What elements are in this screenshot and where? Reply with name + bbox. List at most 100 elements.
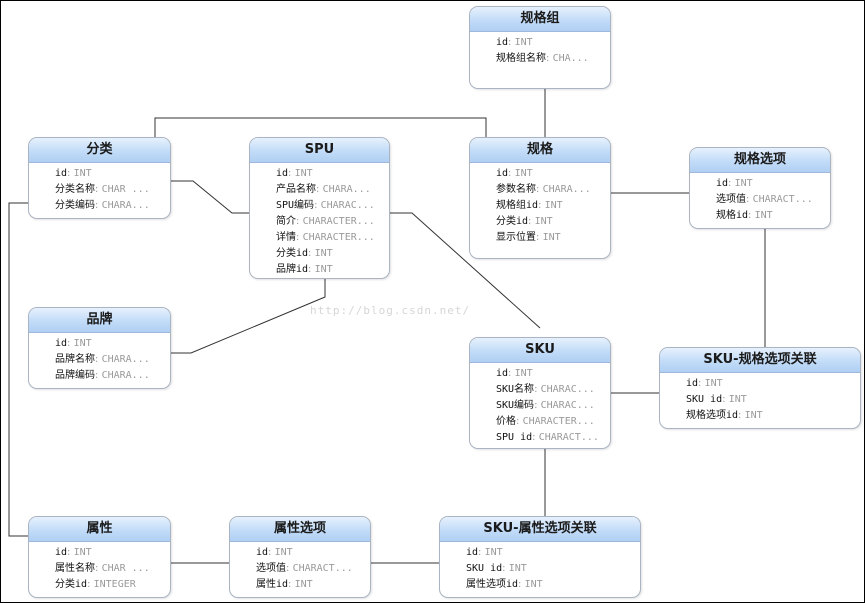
field-name: 参数名称 (496, 184, 536, 195)
field-row: 选项值: CHARACT... (716, 192, 830, 208)
field-row: 品牌名称: CHARA... (55, 352, 170, 368)
field-row: SKU id: INT (466, 561, 640, 577)
field-name: id (686, 378, 699, 389)
field-type: CHARACTER... (302, 216, 375, 227)
field-type: CHARA... (101, 370, 150, 381)
field-separator: : (288, 168, 295, 179)
field-name: id (256, 547, 269, 558)
field-separator: : (308, 248, 315, 259)
entity-title: 品牌 (29, 308, 170, 333)
field-row: 参数名称: CHARA... (496, 182, 610, 198)
field-name: SPU id (496, 432, 533, 443)
entity-title: SKU (470, 338, 610, 363)
field-name: 产品名称 (276, 184, 316, 195)
field-name: 选项值 (716, 194, 746, 205)
field-row: SKU id: INT (686, 392, 860, 408)
field-name: 分类id (276, 248, 309, 259)
field-row: id: INT (276, 166, 389, 182)
field-type: CHA... (552, 53, 589, 64)
field-type: CHARACT... (752, 194, 813, 205)
field-name: 品牌编码 (55, 370, 95, 381)
field-row: id: INT (55, 545, 170, 561)
field-row: 选项值: CHARACT... (256, 561, 370, 577)
field-type: INT (294, 579, 313, 590)
field-name: SPU编码 (276, 200, 315, 211)
field-type: CHARACTER... (302, 232, 375, 243)
field-separator: : (314, 200, 321, 211)
link-category-spec (154, 117, 487, 137)
field-type: INT (514, 168, 533, 179)
field-row: 显示位置: INT (496, 230, 610, 246)
field-row: 产品名称: CHARA... (276, 182, 389, 198)
field-type: INT (534, 216, 553, 227)
field-type: INT (734, 178, 753, 189)
field-row: 简介: CHARACTER... (276, 214, 389, 230)
field-name: id (496, 37, 509, 48)
link-spu-sku (390, 212, 541, 329)
field-separator: : (698, 378, 705, 389)
link-spu-brand (171, 279, 326, 354)
field-separator: : (746, 194, 753, 205)
field-type: INT (294, 168, 313, 179)
field-separator: : (546, 53, 553, 64)
field-name: 规格组名称 (496, 53, 546, 64)
field-name: 详情 (276, 232, 296, 243)
field-separator: : (95, 354, 102, 365)
field-separator: : (538, 200, 545, 211)
field-separator: : (67, 547, 74, 558)
field-separator: : (534, 384, 541, 395)
field-type: CHARACTER... (522, 416, 595, 427)
field-separator: : (528, 216, 535, 227)
field-row: id: INT (55, 336, 170, 352)
field-type: INT (508, 563, 527, 574)
entity-title: 分类 (29, 138, 170, 163)
entity-title: 属性选项 (230, 517, 370, 542)
field-name: 简介 (276, 216, 296, 227)
field-row: 规格id: INT (716, 208, 830, 224)
field-separator: : (748, 210, 755, 221)
field-type: INT (524, 579, 543, 590)
field-row: 规格组id: INT (496, 198, 610, 214)
field-name: id (716, 178, 729, 189)
field-type: INT (704, 378, 723, 389)
field-type: INT (542, 232, 561, 243)
field-row: 分类id: INT (276, 246, 389, 262)
field-separator: : (95, 200, 102, 211)
field-separator: : (536, 184, 543, 195)
field-row: 品牌编码: CHARA... (55, 368, 170, 384)
field-name: id (55, 338, 68, 349)
entity-title: 属性 (29, 517, 170, 542)
field-separator: : (516, 416, 523, 427)
field-type: INT (514, 37, 533, 48)
field-name: id (496, 368, 509, 379)
field-name: id (466, 547, 479, 558)
field-type: INT (484, 547, 503, 558)
field-separator: : (316, 184, 323, 195)
field-separator: : (296, 232, 303, 243)
field-name: 品牌名称 (55, 354, 95, 365)
field-type: INT (314, 264, 333, 275)
entity-title: 规格 (470, 138, 610, 163)
field-row: 分类id: INT (496, 214, 610, 230)
field-separator: : (308, 264, 315, 275)
field-type: CHARA... (542, 184, 591, 195)
field-separator: : (67, 338, 74, 349)
field-name: SKU id (686, 394, 723, 405)
field-row: id: INT (716, 176, 830, 192)
